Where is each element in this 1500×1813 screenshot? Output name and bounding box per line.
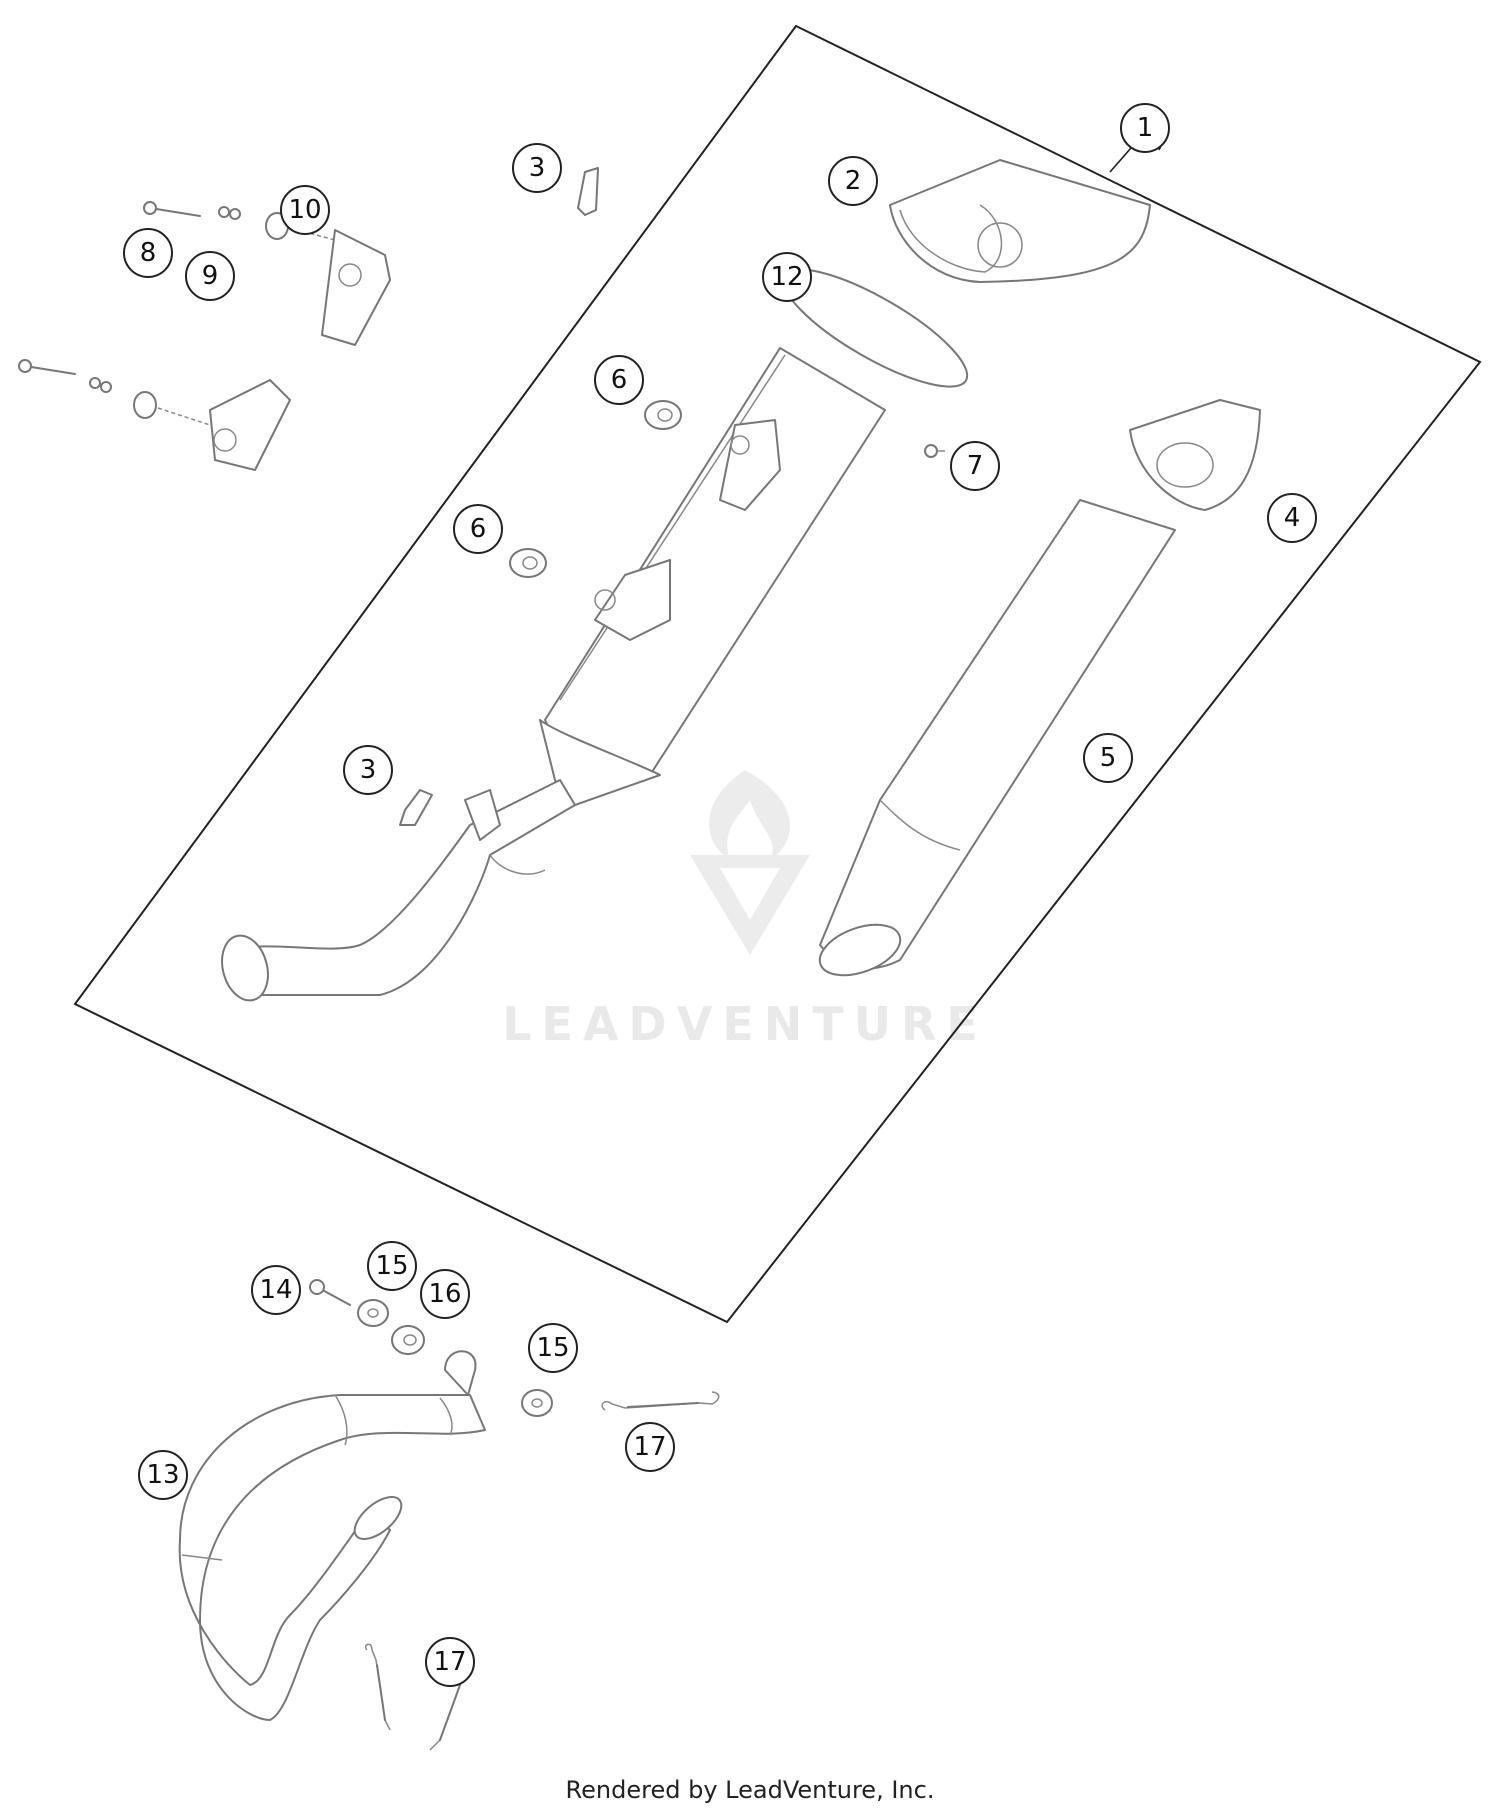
callout-16-label: 16 bbox=[428, 1279, 461, 1309]
part-rubber-upper bbox=[644, 400, 682, 430]
leadventure-watermark: LEADVENTURE bbox=[502, 770, 988, 1051]
callout-4: 4 bbox=[1267, 493, 1317, 543]
callout-6-lower-label: 6 bbox=[470, 514, 487, 544]
callout-3-upper-label: 3 bbox=[529, 153, 546, 183]
callout-13: 13 bbox=[138, 1450, 188, 1500]
callout-12: 12 bbox=[762, 252, 812, 302]
part-washer-15-lower bbox=[521, 1389, 553, 1417]
callout-17-lower: 17 bbox=[425, 1637, 475, 1687]
part-rubber-lower bbox=[509, 548, 547, 578]
part-end-cap-small bbox=[1129, 399, 1261, 511]
callout-14: 14 bbox=[251, 1265, 301, 1315]
watermark-flame-icon bbox=[709, 770, 791, 860]
callout-8: 8 bbox=[123, 228, 173, 278]
callout-3-lower: 3 bbox=[343, 745, 393, 795]
callout-15-upper-label: 15 bbox=[375, 1251, 408, 1281]
part-rubber-16 bbox=[391, 1325, 425, 1355]
callout-6-lower: 6 bbox=[453, 504, 503, 554]
part-screw bbox=[924, 444, 945, 458]
callout-17-upper-label: 17 bbox=[633, 1432, 666, 1462]
callout-3-lower-label: 3 bbox=[360, 755, 377, 785]
part-silencer-sleeve bbox=[818, 499, 1176, 977]
callout-14-label: 14 bbox=[259, 1275, 292, 1305]
callout-15-lower-label: 15 bbox=[536, 1333, 569, 1363]
callout-7-label: 7 bbox=[967, 451, 984, 481]
part-spring-upper bbox=[601, 1391, 720, 1411]
callout-15-upper: 15 bbox=[367, 1241, 417, 1291]
callout-17-upper: 17 bbox=[625, 1422, 675, 1472]
callout-4-label: 4 bbox=[1284, 503, 1301, 533]
callout-9: 9 bbox=[185, 251, 235, 301]
part-link-pipe bbox=[221, 779, 576, 1002]
callout-8-label: 8 bbox=[140, 238, 157, 268]
callout-3-upper: 3 bbox=[512, 143, 562, 193]
callout-2-label: 2 bbox=[845, 166, 862, 196]
part-mount-bolt-set-lower bbox=[18, 359, 291, 471]
callout-5: 5 bbox=[1083, 733, 1133, 783]
part-silencer-body bbox=[539, 347, 886, 806]
callout-17-lower-label: 17 bbox=[433, 1647, 466, 1677]
callout-2: 2 bbox=[828, 156, 878, 206]
part-header-pipe bbox=[178, 1350, 486, 1721]
part-washer-15-upper bbox=[357, 1299, 389, 1327]
callout-13-label: 13 bbox=[146, 1460, 179, 1490]
part-clip-lower bbox=[399, 789, 433, 826]
rendered-by-footer: Rendered by LeadVenture, Inc. bbox=[565, 1776, 935, 1804]
callout-12-label: 12 bbox=[770, 262, 803, 292]
part-mount-bolt-set-upper bbox=[143, 201, 391, 346]
callout-6-upper-label: 6 bbox=[611, 365, 628, 395]
part-spring-lower-a bbox=[364, 1643, 391, 1731]
callout-10-label: 10 bbox=[288, 195, 321, 225]
callout-5-label: 5 bbox=[1100, 743, 1117, 773]
callout-9-label: 9 bbox=[202, 261, 219, 291]
silencer-assembly-frame bbox=[73, 24, 1482, 1324]
part-end-cap-large bbox=[889, 159, 1151, 283]
watermark-v-icon bbox=[690, 855, 810, 955]
callout-7: 7 bbox=[950, 441, 1000, 491]
callout-1-label: 1 bbox=[1137, 113, 1154, 143]
callout-15-lower: 15 bbox=[528, 1323, 578, 1373]
watermark-brand-text: LEADVENTURE bbox=[502, 997, 988, 1051]
part-bolt-14 bbox=[309, 1279, 351, 1306]
callout-16: 16 bbox=[420, 1269, 470, 1319]
callout-1: 1 bbox=[1120, 103, 1170, 153]
callout-6-upper: 6 bbox=[594, 355, 644, 405]
callout-10: 10 bbox=[280, 185, 330, 235]
part-clip-upper bbox=[577, 167, 599, 216]
